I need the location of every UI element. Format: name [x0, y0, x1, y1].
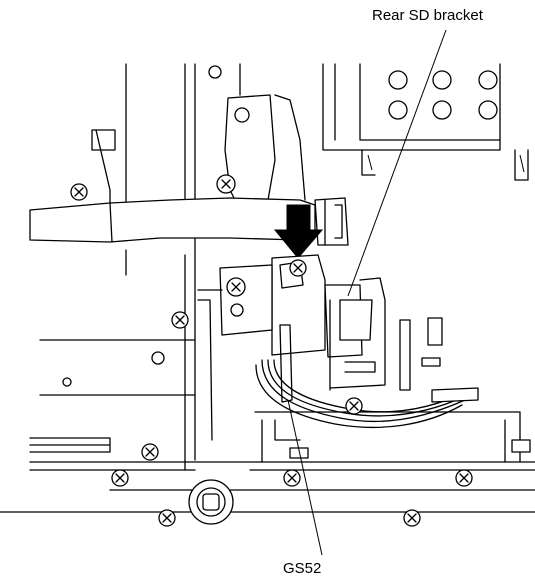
arrow-down-icon — [273, 204, 324, 259]
vent-holes — [388, 70, 498, 120]
vent-panel — [322, 63, 529, 181]
rear-sd-bracket — [271, 254, 443, 391]
link-plate — [224, 94, 306, 211]
gs52-label: GS52 — [283, 560, 322, 577]
screw-icon — [70, 174, 473, 527]
rear-sd-bracket-label: Rear SD bracket — [372, 7, 483, 24]
round-boss — [188, 479, 234, 525]
lower-chassis — [0, 411, 535, 513]
leader-lines — [287, 29, 447, 556]
cable-harness — [255, 324, 479, 429]
left-frame — [91, 63, 241, 471]
left-details — [29, 339, 196, 453]
